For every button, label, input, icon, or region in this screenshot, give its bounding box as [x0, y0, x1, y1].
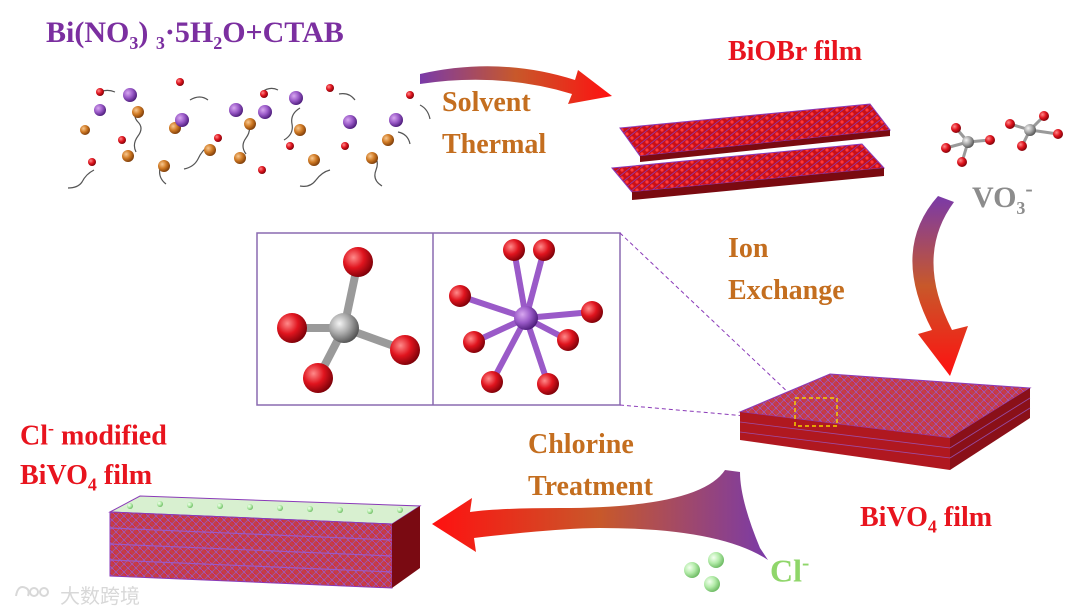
chloride-label: Cl-: [770, 550, 809, 590]
bivo4-film-label: BiVO4 film: [860, 502, 992, 538]
ion-exchange-label: Ion Exchange: [728, 228, 845, 312]
precursor-solution: [68, 78, 430, 188]
biobr-film-label: BiOBr film: [728, 36, 862, 68]
vanadate-label: VO3-: [972, 176, 1033, 219]
solvent-thermal-label: Solvent Thermal: [442, 82, 546, 166]
cl-modified-label: Cl- modified BiVO4 film: [20, 408, 167, 505]
precursor-formula: Bi(NO3) 3·5H2O+CTAB: [46, 16, 344, 54]
watermark: 大数跨境: [60, 580, 140, 609]
cl-modified-bivo4-film: [110, 496, 420, 588]
biobr-film: [612, 104, 890, 200]
chlorine-treatment-label: Chlorine Treatment: [528, 424, 653, 508]
vanadate-molecule-1: [941, 123, 995, 167]
vanadate-ions: [941, 111, 1063, 167]
vanadate-molecule-2: [1005, 111, 1063, 151]
chloride-ions: [684, 552, 724, 592]
ion-exchange-arrow: [912, 196, 968, 376]
structure-inset: [257, 233, 792, 420]
watermark-logo-icon: [12, 580, 52, 602]
